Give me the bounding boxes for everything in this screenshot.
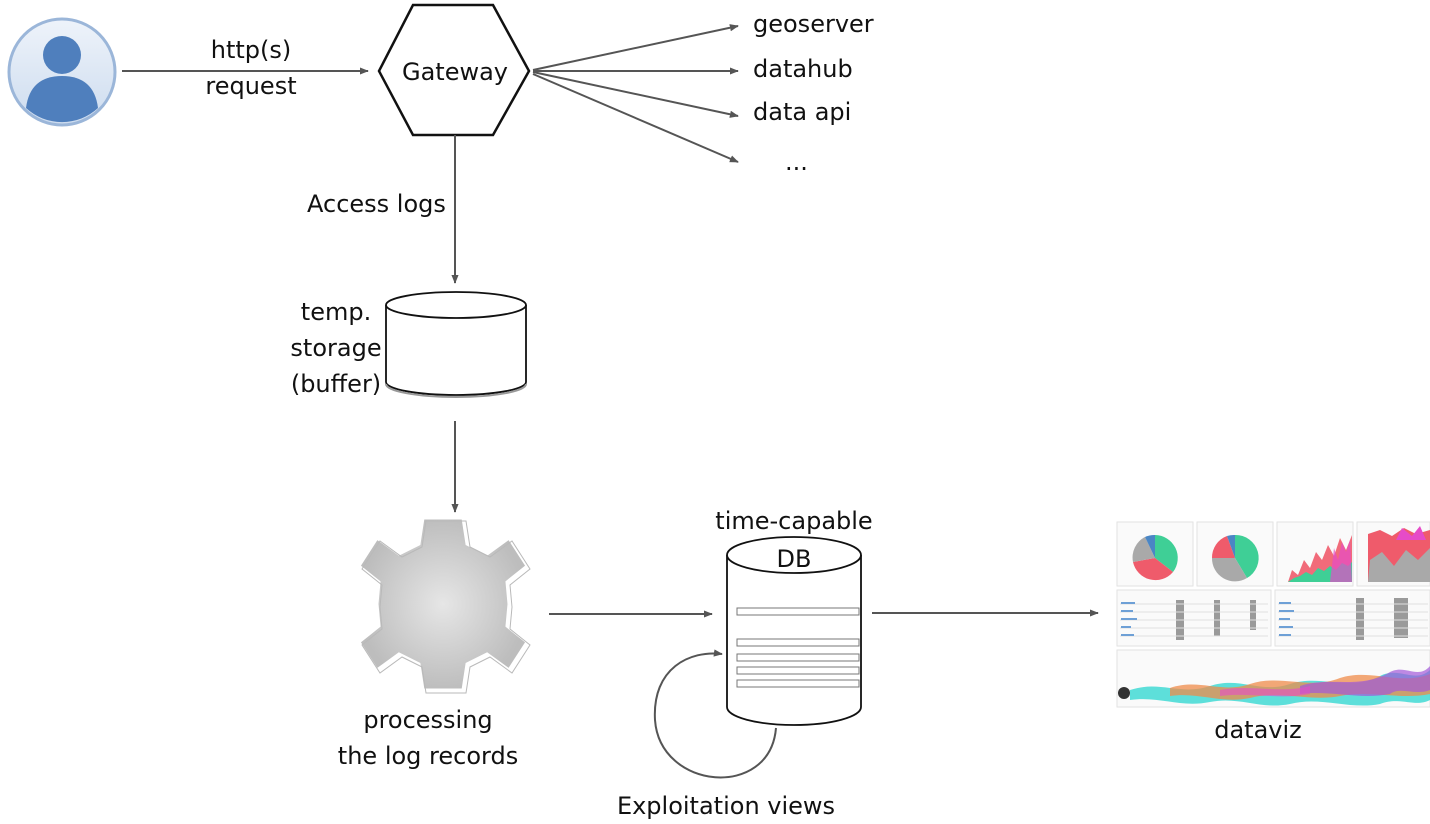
arrow-to-data-api (532, 71, 739, 118)
request-label-line1: http(s) (210, 36, 292, 64)
arrow-to-more (532, 73, 739, 163)
target-more: ... (785, 148, 808, 176)
exploitation-views-loop (653, 649, 777, 779)
gateway-hexagon (377, 3, 531, 137)
access-logs-label: Access logs (307, 190, 446, 218)
target-datahub: datahub (753, 55, 853, 83)
target-data-api: data api (753, 98, 852, 126)
pie-chart-2 (1196, 521, 1274, 587)
pie-chart-1 (1116, 521, 1194, 587)
gateway-label: Gateway (401, 58, 509, 86)
processing-gear-icon (357, 516, 531, 694)
temp-storage-line2: storage (290, 334, 382, 362)
processing-line1: processing (363, 706, 493, 734)
temp-storage-label: temp. storage (buffer) (276, 294, 396, 402)
exploitation-views-label: Exploitation views (616, 792, 836, 820)
area-chart-1 (1276, 521, 1354, 587)
arrow-to-geoserver (532, 24, 739, 71)
area-chart-2 (1356, 521, 1430, 587)
data-table-2 (1274, 589, 1430, 647)
streamgraph (1116, 649, 1430, 708)
db-caption: time-capable (715, 507, 873, 535)
user-avatar-icon (7, 17, 117, 127)
target-geoserver: geoserver (753, 10, 874, 38)
temp-storage-line1: temp. (300, 298, 372, 326)
dataviz-dashboard-thumbnail (1116, 520, 1430, 708)
temp-storage-cylinder (385, 291, 527, 398)
gateway-fanout-arrows (532, 24, 739, 163)
temp-storage-line3: (buffer) (290, 370, 382, 398)
processing-line2: the log records (337, 742, 519, 770)
processing-label: processing the log records (318, 702, 538, 774)
data-table-1 (1116, 589, 1272, 647)
dataviz-label: dataviz (1214, 716, 1302, 744)
db-label: DB (776, 545, 812, 573)
db-table-rows (736, 607, 860, 688)
request-label: http(s) request (196, 32, 306, 104)
request-label-line2: request (205, 72, 297, 100)
